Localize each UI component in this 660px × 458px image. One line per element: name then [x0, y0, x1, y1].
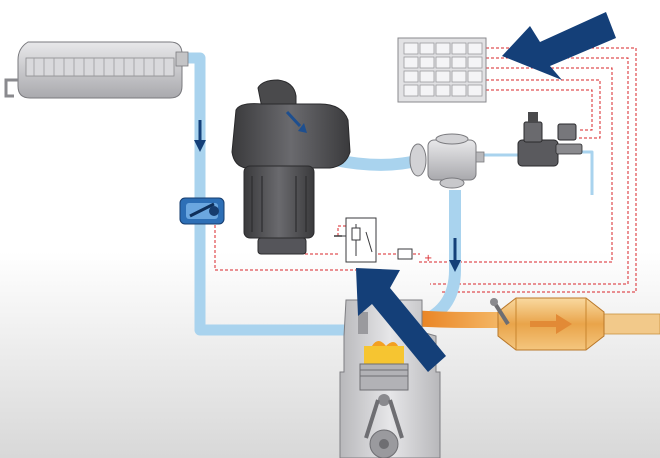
engine-control-unit-icon: [397, 37, 487, 103]
catalytic-converter-icon: [497, 297, 605, 351]
pipe-filter-to-pump: [178, 52, 380, 336]
arrow-into-control-unit: [502, 12, 616, 80]
combination-valve-icon: [409, 133, 485, 189]
pipe-solenoid-right: [580, 150, 594, 195]
flow-arrow-left-pipe: [194, 120, 206, 152]
fuse-icon: [397, 248, 413, 260]
airflow-sensor-icon: [179, 197, 225, 225]
wire-relay-left: [214, 225, 356, 271]
flow-arrow-valve-pipe: [449, 238, 461, 272]
wire-cu-5: [486, 89, 593, 131]
air-filter-icon: [4, 41, 189, 99]
exhaust-flow-arrow: [530, 314, 572, 334]
arrow-into-engine: [356, 268, 446, 372]
relay-icon: [334, 217, 377, 263]
air-pump-icon: [231, 79, 351, 255]
pipe-pump-to-valve: [333, 154, 422, 171]
solenoid-valve-icon: [517, 112, 583, 167]
lambda-sensor-icon: [490, 298, 510, 326]
wire-plus-label-1: +: [424, 253, 432, 264]
pump-inflow-arrow: [285, 110, 307, 133]
wire-cu-4: [486, 79, 601, 139]
